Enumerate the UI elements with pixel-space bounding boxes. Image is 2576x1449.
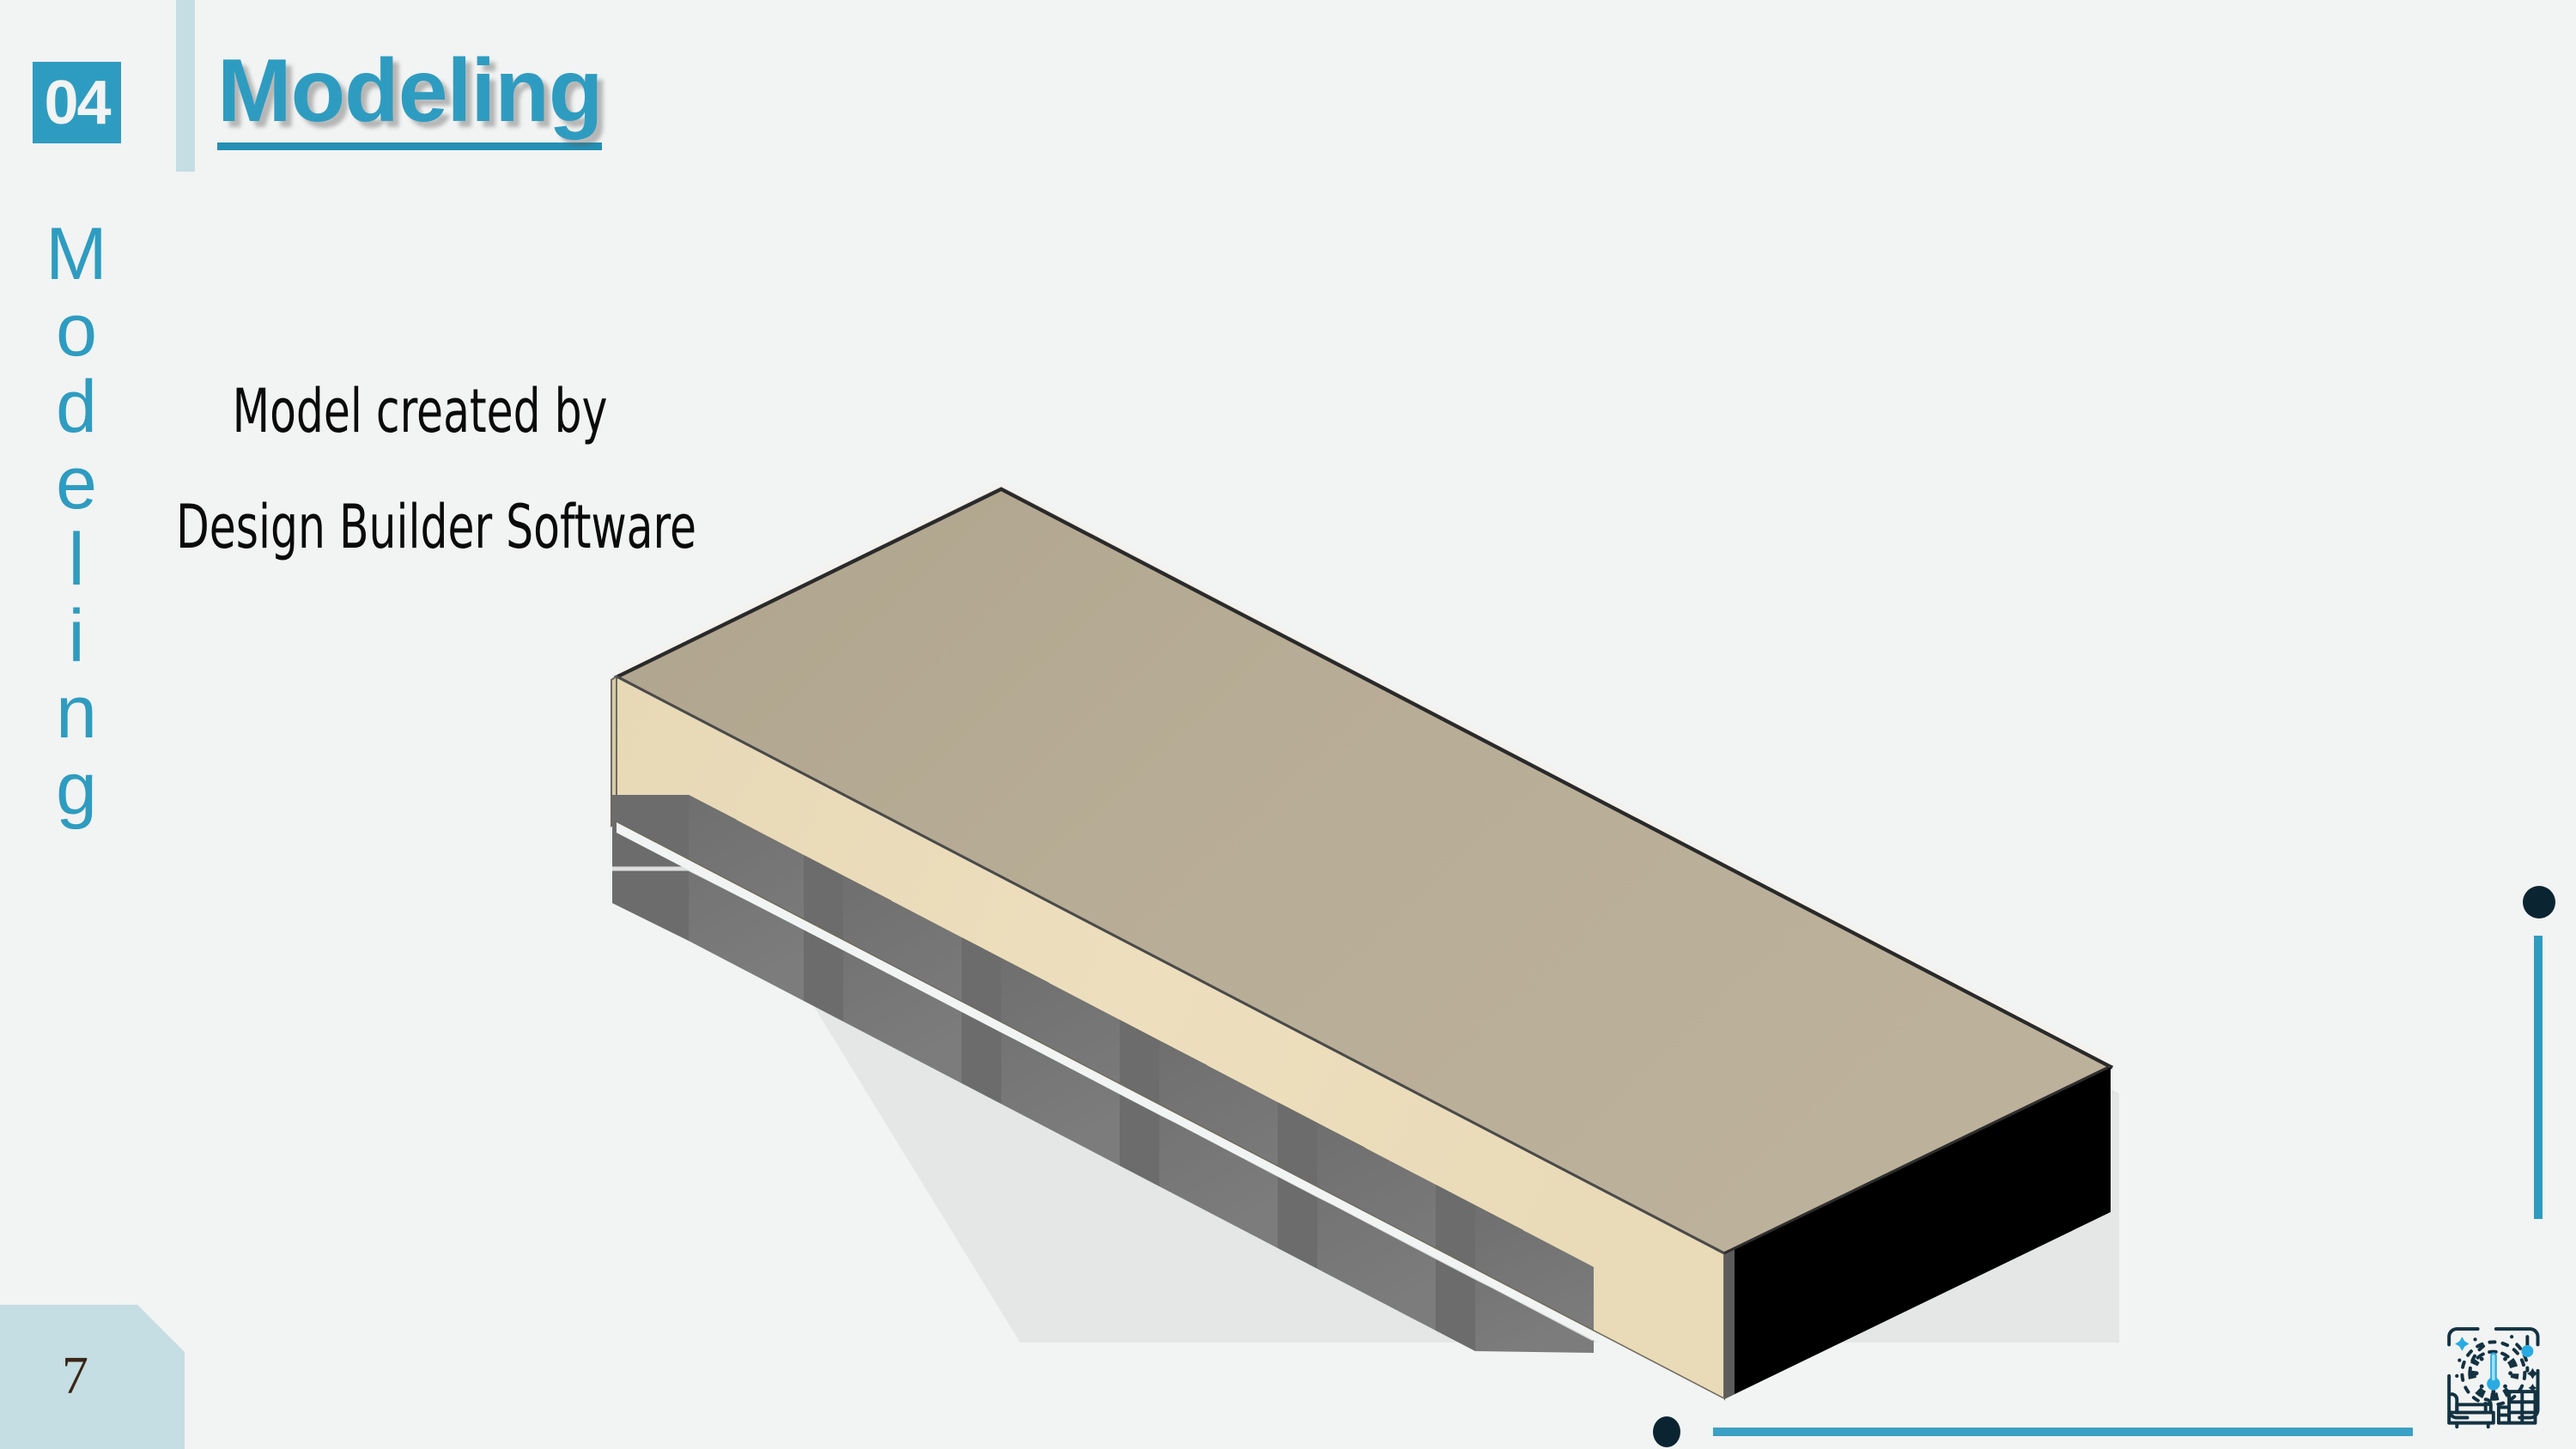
header-accent-bar xyxy=(176,0,195,172)
model-corner-jamb xyxy=(1724,1248,1735,1399)
vertical-letter: i xyxy=(68,595,85,677)
page-number-badge: 7 xyxy=(0,1305,185,1449)
model-end-wall xyxy=(1724,1066,2111,1399)
body-caption: Model created by Design Builder Software xyxy=(176,354,932,585)
vertical-letter: M xyxy=(46,213,107,295)
vertical-section-word: M o d e l i n g xyxy=(29,216,124,828)
vertical-letter: d xyxy=(56,366,97,448)
bottom-dot-decoration xyxy=(1653,1416,1680,1447)
thermal-comfort-logo xyxy=(2439,1319,2569,1449)
vertical-letter: l xyxy=(68,518,85,601)
building-model-image xyxy=(592,481,2430,1408)
caption-line-2: Design Builder Software xyxy=(176,492,697,562)
page-number-text: 7 xyxy=(62,1347,88,1405)
section-number-badge: 04 xyxy=(33,62,121,143)
caption-line-1: Model created by xyxy=(232,376,608,446)
vertical-letter: o xyxy=(56,289,97,372)
vertical-letter: n xyxy=(56,671,97,754)
vertical-letter: g xyxy=(56,748,97,830)
page-title: Modeling xyxy=(217,46,603,150)
right-accent-line xyxy=(2534,936,2543,1219)
bottom-accent-line xyxy=(1713,1428,2413,1436)
right-dot-decoration xyxy=(2523,886,2555,919)
vertical-letter: e xyxy=(56,442,97,524)
section-number-text: 04 xyxy=(44,68,111,137)
